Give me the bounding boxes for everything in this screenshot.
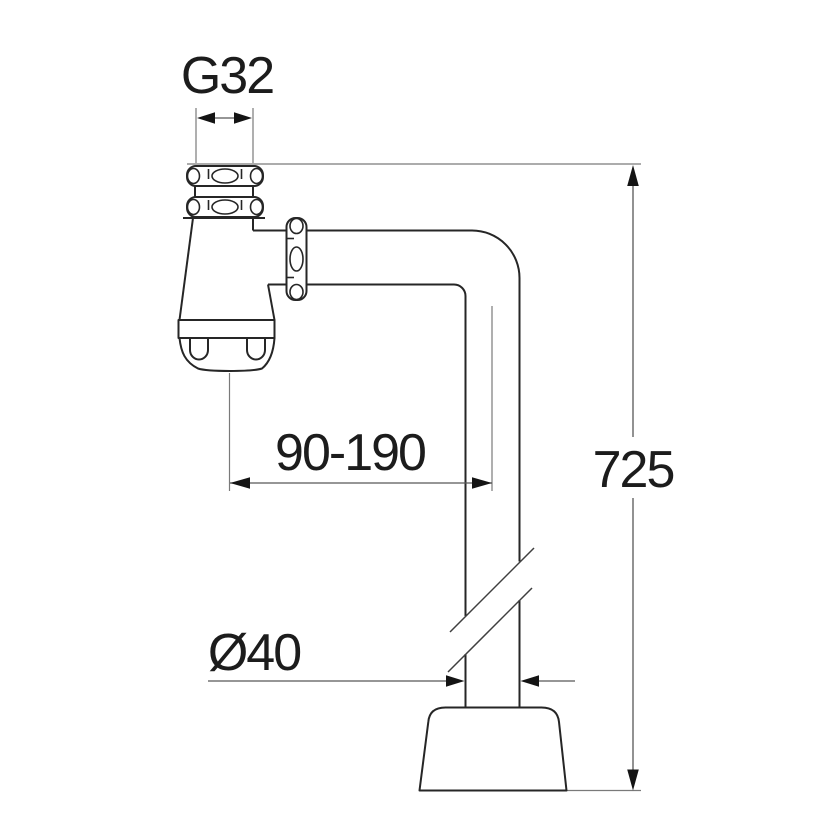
dimension-pipe-diameter: Ø40: [208, 624, 575, 687]
cup-band: [177, 319, 276, 339]
top-nut-knurl-right: [249, 167, 264, 185]
trap-body: [178, 217, 276, 321]
floor-flange: [418, 706, 568, 792]
outlet-nut-knurl-top: [289, 217, 304, 235]
diameter-arrowhead-left: [446, 675, 465, 687]
top-nut-knurl-left: [186, 167, 201, 185]
pipe-inner-edge: [306, 283, 467, 616]
installation-height-label: 725: [593, 441, 674, 499]
body-right-lower-edge: [267, 284, 276, 321]
top-nut-knurl-center: [211, 168, 239, 184]
cup-bowl: [178, 337, 276, 372]
cup-slot-left: [189, 338, 209, 361]
body-left-edge: [178, 217, 194, 321]
offset-range-label: 90-190: [275, 424, 425, 482]
dimension-height: 725: [593, 165, 675, 791]
outlet-nut: [285, 217, 308, 301]
cup-slot-right: [246, 338, 266, 361]
dimension-offset-range: 90-190: [230, 424, 492, 489]
outlet-pipe: [253, 229, 521, 708]
pipe-diameter-label: Ø40: [208, 624, 300, 682]
flange-outline: [418, 706, 568, 792]
nut-neck: [194, 186, 254, 197]
height-arrowhead-top: [627, 165, 639, 186]
lower-nut: [186, 196, 264, 218]
pipe-break: [447, 547, 535, 673]
lower-nut-knurl-left: [186, 198, 201, 216]
top-nut: [186, 165, 264, 187]
g32-arrowhead-right: [234, 112, 252, 124]
outlet-nut-knurl-center: [289, 246, 304, 272]
outlet-nut-knurl-bottom: [289, 283, 304, 301]
offset-arrowhead-left: [230, 477, 250, 489]
offset-arrowhead-right: [472, 477, 492, 489]
lower-nut-knurl-right: [249, 198, 264, 216]
diameter-arrowhead-right: [520, 675, 539, 687]
thread-size-label: G32: [181, 47, 273, 105]
g32-arrowhead-left: [197, 112, 215, 124]
dimension-g32: G32: [181, 47, 275, 124]
trap-cup: [177, 319, 276, 372]
break-line-upper: [449, 547, 535, 633]
extension-lines: [187, 108, 641, 792]
height-arrowhead-bottom: [627, 769, 639, 791]
break-line-lower: [447, 587, 533, 673]
lower-nut-knurl-center: [211, 199, 239, 215]
pipe-outer-edge: [306, 229, 521, 562]
